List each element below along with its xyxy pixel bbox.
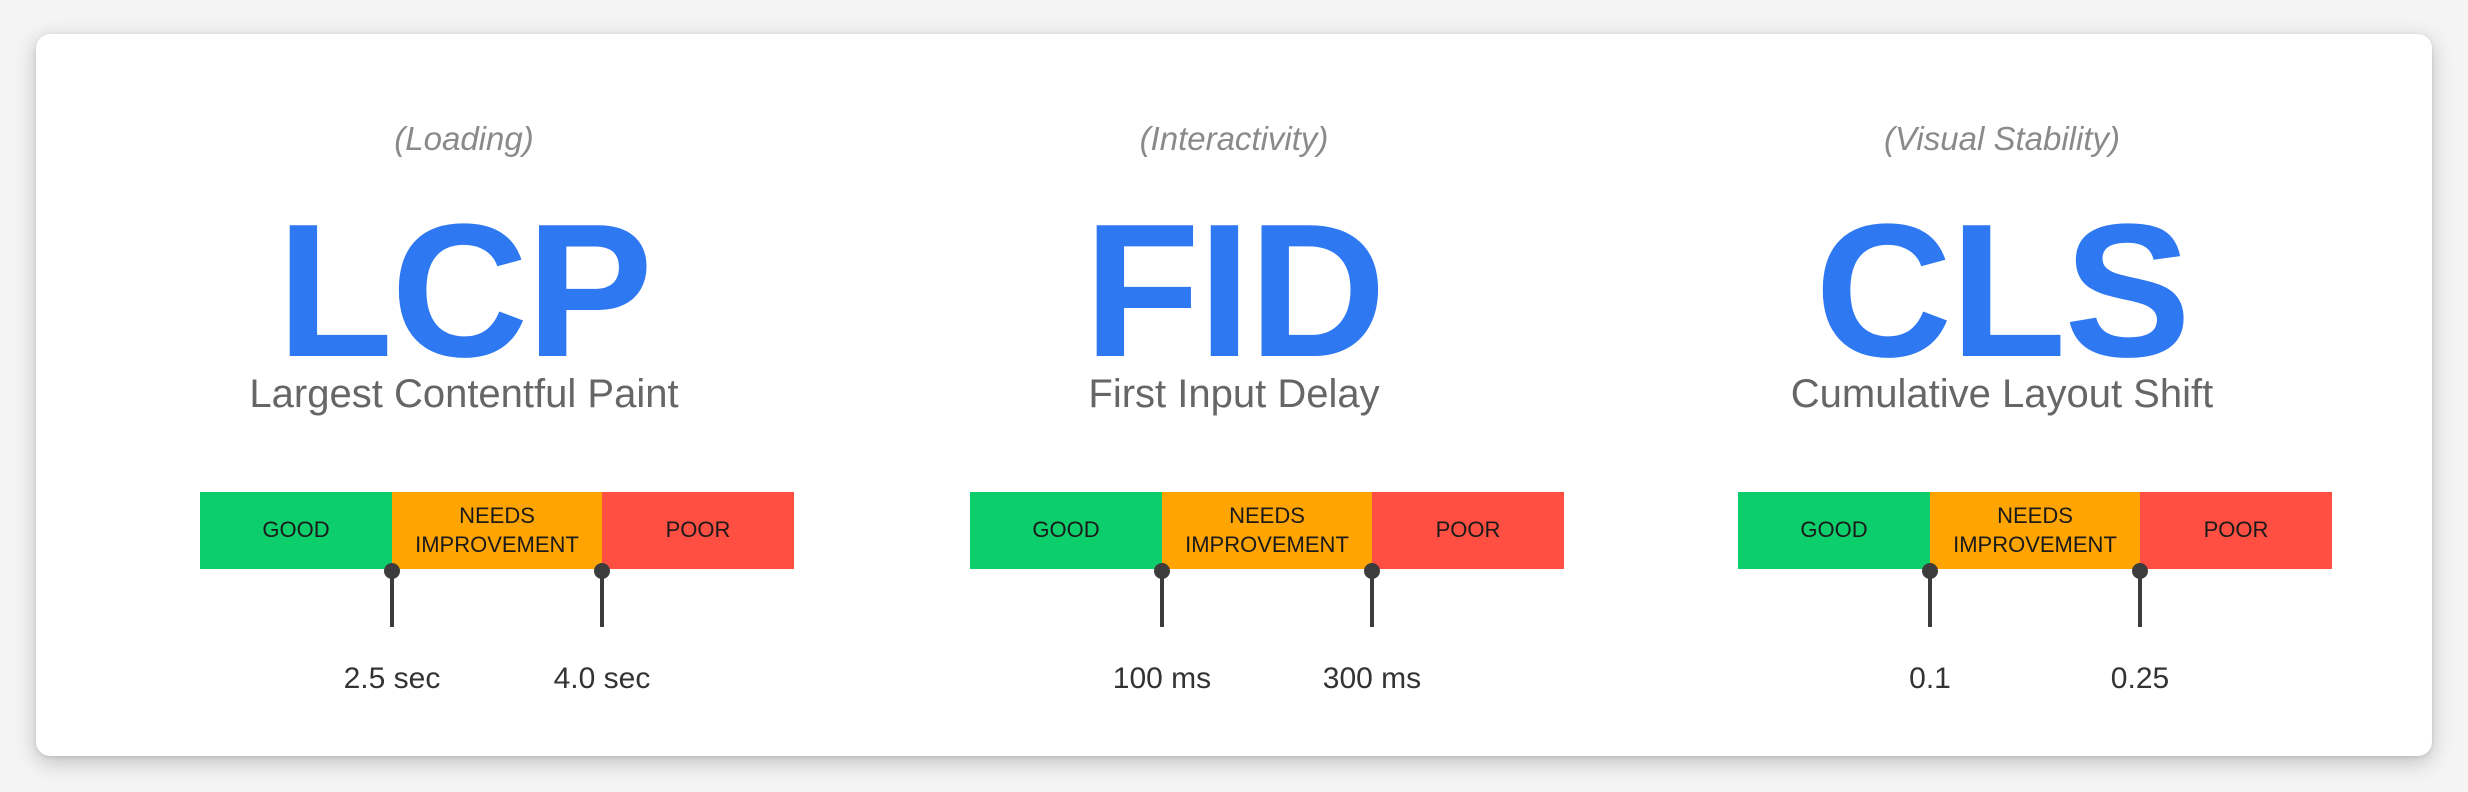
segment-needs-line1: NEEDS xyxy=(1229,502,1305,528)
segment-needs-improvement: NEEDS IMPROVEMENT xyxy=(392,492,602,569)
metric-full-name: Largest Contentful Paint xyxy=(249,372,679,416)
marker-stem xyxy=(1160,571,1164,627)
threshold-label-good: 2.5 sec xyxy=(343,662,441,695)
marker-stem xyxy=(1928,571,1932,627)
metric-category: (Loading) xyxy=(394,120,534,157)
metric-fid: (Interactivity) FID First Input Delay GO… xyxy=(844,34,1624,756)
marker-stem xyxy=(1370,571,1374,627)
threshold-marker-good xyxy=(384,563,400,651)
segment-poor: POOR xyxy=(602,492,794,569)
segment-poor: POOR xyxy=(2140,492,2332,569)
threshold-bar: GOOD NEEDS IMPROVEMENT POOR xyxy=(970,492,1564,569)
marker-stem xyxy=(600,571,604,627)
segment-needs-line1: NEEDS xyxy=(1997,502,2073,528)
metric-category: (Visual Stability) xyxy=(1884,120,2120,157)
threshold-bar: GOOD NEEDS IMPROVEMENT POOR xyxy=(1738,492,2332,569)
segment-good: GOOD xyxy=(200,492,392,569)
metric-lcp: (Loading) LCP Largest Contentful Paint G… xyxy=(74,34,854,756)
segment-needs-improvement: NEEDS IMPROVEMENT xyxy=(1930,492,2140,569)
segment-good: GOOD xyxy=(1738,492,1930,569)
segment-poor: POOR xyxy=(1372,492,1564,569)
segment-good: GOOD xyxy=(970,492,1162,569)
segment-needs-improvement: NEEDS IMPROVEMENT xyxy=(1162,492,1372,569)
metric-acronym: CLS xyxy=(1815,185,2191,397)
threshold-label-good: 0.1 xyxy=(1909,662,1951,695)
threshold-label-poor: 300 ms xyxy=(1322,662,1422,695)
segment-needs-line2: IMPROVEMENT xyxy=(1185,531,1349,557)
threshold-label-poor: 4.0 sec xyxy=(553,662,651,695)
threshold-marker-poor xyxy=(1364,563,1380,651)
metric-category: (Interactivity) xyxy=(1139,120,1329,157)
core-web-vitals-card: (Loading) LCP Largest Contentful Paint G… xyxy=(36,34,2432,756)
threshold-label-poor: 0.25 xyxy=(2110,662,2170,695)
segment-needs-line1: NEEDS xyxy=(459,502,535,528)
segment-needs-line2: IMPROVEMENT xyxy=(415,531,579,557)
threshold-marker-poor xyxy=(2132,563,2148,651)
metric-acronym: FID xyxy=(1083,185,1386,397)
metric-acronym: LCP xyxy=(277,185,653,397)
threshold-marker-poor xyxy=(594,563,610,651)
segment-needs-line2: IMPROVEMENT xyxy=(1953,531,2117,557)
threshold-marker-good xyxy=(1922,563,1938,651)
threshold-marker-good xyxy=(1154,563,1170,651)
marker-stem xyxy=(390,571,394,627)
metric-full-name: Cumulative Layout Shift xyxy=(1790,372,2214,416)
marker-stem xyxy=(2138,571,2142,627)
metric-full-name: First Input Delay xyxy=(1088,372,1380,416)
threshold-label-good: 100 ms xyxy=(1112,662,1212,695)
metric-cls: (Visual Stability) CLS Cumulative Layout… xyxy=(1612,34,2392,756)
threshold-bar: GOOD NEEDS IMPROVEMENT POOR xyxy=(200,492,794,569)
